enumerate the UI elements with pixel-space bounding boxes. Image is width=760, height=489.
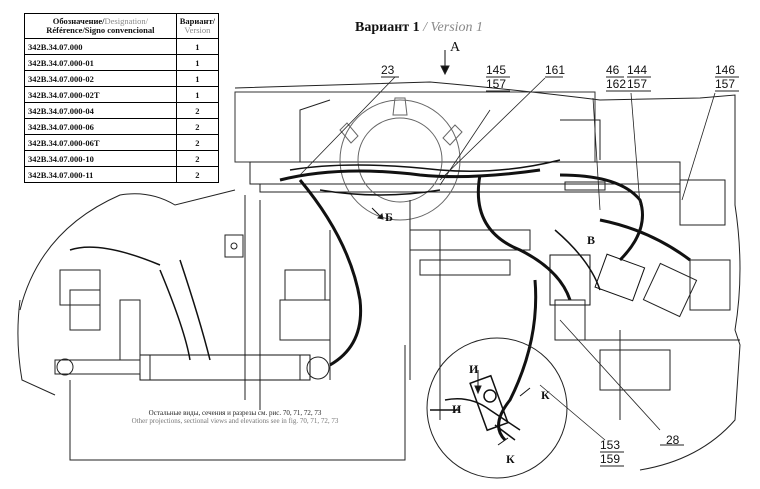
callout-157c: 157 <box>715 77 736 91</box>
callout-23: 23 <box>381 63 395 77</box>
valve-block-2 <box>594 253 646 302</box>
footnote: Остальные виды, сечения и разрезы см. ри… <box>131 409 339 425</box>
valve-block-1 <box>549 254 591 306</box>
section-label-i-2: И <box>452 402 462 416</box>
gear-symbol <box>339 97 463 221</box>
variant-table: Обозначение/Designation/ Référence/Signo… <box>24 13 220 183</box>
table-header-designation: Обозначение/Designation/ Référence/Signo… <box>24 13 177 39</box>
callout-144: 144 <box>627 63 648 77</box>
hose-center <box>476 174 572 301</box>
callout-161: 161 <box>545 63 566 77</box>
section-label-i-1: И <box>469 362 479 376</box>
hydraulic-cylinder <box>54 354 330 381</box>
section-label-k-1: К <box>541 388 550 402</box>
table-header-variant: Вариант/Version <box>175 13 220 39</box>
callout-46: 46 <box>606 63 620 77</box>
callout-145: 145 <box>486 63 507 77</box>
hose-main <box>279 168 541 182</box>
drawing-title: Вариант 1 / Version 1 <box>355 20 484 35</box>
section-label-k-2: К <box>506 452 515 466</box>
callout-146: 146 <box>715 63 736 77</box>
detail-circle <box>426 337 568 479</box>
callout-28: 28 <box>666 433 680 447</box>
section-label-b: Б <box>385 210 393 224</box>
hose-left-down <box>298 179 363 367</box>
callout-159: 159 <box>600 452 621 466</box>
lower-frame-outline <box>69 345 406 461</box>
section-label-v: В <box>587 233 596 247</box>
frame-outline <box>234 81 741 471</box>
callout-157a: 157 <box>486 77 507 91</box>
view-label-a: А <box>450 40 461 55</box>
callout-162: 162 <box>606 77 627 91</box>
callout-153: 153 <box>600 438 621 452</box>
hose-down <box>497 279 538 442</box>
left-guard-outline <box>19 189 236 311</box>
callout-157b: 157 <box>627 77 648 91</box>
